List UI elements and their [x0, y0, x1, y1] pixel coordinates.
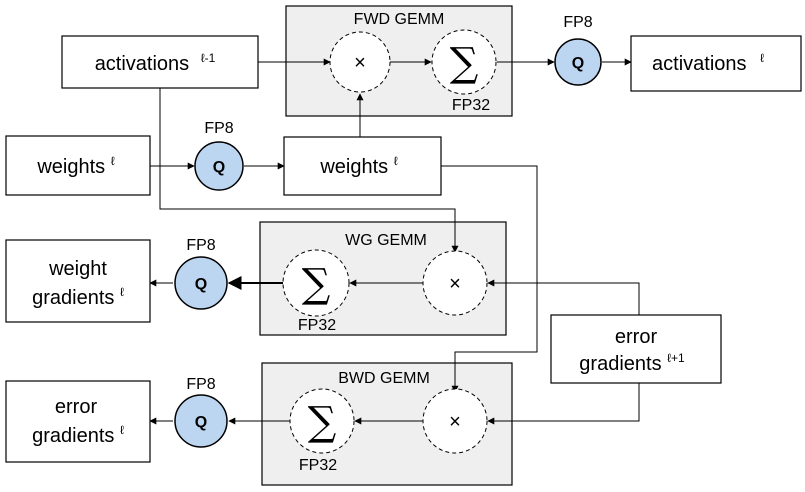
node-weight-gradients: weight gradients ℓ	[5, 239, 151, 323]
bwd-sum-symbol: ∑	[308, 399, 337, 445]
fwd-gemm-title: FWD GEMM	[354, 11, 445, 28]
quantizer-error-gradients-precision: FP8	[186, 376, 215, 393]
activations-prev-label: activations	[95, 53, 190, 75]
connections	[149, 58, 640, 425]
weights-in-label: weights	[36, 156, 105, 178]
quantizer-error-gradients: FP8 Q	[174, 376, 228, 448]
arrow-activations-to-wg-multiply	[159, 88, 459, 253]
error-gradients-out-line1: error	[55, 396, 98, 418]
wg-multiply-symbol: ×	[449, 273, 461, 295]
svg-text:weights ℓ: weights ℓ	[319, 154, 397, 178]
error-gradients-in-line2: gradients	[579, 353, 661, 375]
svg-text:gradients ℓ+1: gradients ℓ+1	[579, 351, 685, 375]
activations-out-superscript: ℓ	[760, 51, 764, 65]
wg-sum-symbol: ∑	[302, 261, 331, 307]
bwd-sum-op: ∑ FP32	[289, 388, 355, 474]
node-error-gradients-in: error gradients ℓ+1	[550, 314, 722, 384]
activations-out-label: activations	[652, 53, 747, 75]
error-gradients-in-line1: error	[615, 326, 658, 348]
node-activations-prev: activations ℓ-1	[61, 35, 259, 89]
quantizer-weights: FP8 Q	[194, 120, 244, 191]
weight-gradients-superscript: ℓ	[120, 285, 124, 299]
weights-quantized-superscript: ℓ	[394, 154, 398, 168]
activations-prev-superscript: ℓ-1	[201, 51, 216, 65]
node-weights-quantized: weights ℓ	[283, 136, 442, 196]
fwd-sum-op: ∑ FP32	[431, 29, 497, 114]
bwd-sum-precision: FP32	[299, 457, 337, 474]
fwd-sum-symbol: ∑	[450, 40, 479, 86]
weight-gradients-line2: gradients	[32, 287, 114, 309]
wg-sum-precision: FP32	[298, 317, 336, 334]
quantizer-activations-precision: FP8	[563, 14, 592, 31]
wg-gemm-title: WG GEMM	[345, 232, 427, 249]
svg-text:activations ℓ: activations ℓ	[652, 51, 764, 75]
weights-quantized-label: weights	[319, 156, 388, 178]
quantizer-weights-symbol: Q	[213, 159, 225, 176]
quantizer-activations-symbol: Q	[572, 55, 584, 72]
bwd-gemm-title: BWD GEMM	[338, 370, 430, 387]
weight-gradients-line1: weight	[48, 258, 107, 280]
fwd-multiply-symbol: ×	[354, 52, 366, 74]
svg-text:gradients ℓ: gradients ℓ	[32, 285, 124, 309]
quantizer-weight-gradients-precision: FP8	[186, 237, 215, 254]
error-gradients-out-superscript: ℓ	[120, 423, 124, 437]
node-activations-out: activations ℓ	[630, 35, 802, 92]
arrow-weights-to-bwd-multiply	[441, 165, 538, 393]
fwd-multiply-op: ×	[329, 31, 391, 93]
quantizer-weight-gradients-symbol: Q	[195, 276, 207, 293]
bwd-multiply-symbol: ×	[449, 411, 461, 433]
arrow-error-to-wg-multiply	[487, 279, 640, 315]
svg-text:activations ℓ-1: activations ℓ-1	[95, 51, 216, 75]
quantizer-weights-precision: FP8	[204, 120, 233, 137]
bwd-multiply-op: ×	[422, 388, 488, 454]
wg-sum-op: ∑ FP32	[282, 249, 350, 334]
weights-in-superscript: ℓ	[111, 154, 115, 168]
node-error-gradients-out: error gradients ℓ	[5, 380, 151, 463]
svg-text:weights ℓ: weights ℓ	[36, 154, 114, 178]
node-weights-in: weights ℓ	[5, 135, 151, 196]
quantizer-weight-gradients: FP8 Q	[174, 237, 228, 310]
fwd-sum-precision: FP32	[452, 97, 490, 114]
svg-text:gradients ℓ: gradients ℓ	[32, 423, 124, 447]
wg-multiply-op: ×	[422, 250, 488, 316]
quantizer-activations: FP8 Q	[554, 14, 602, 86]
error-gradients-in-superscript: ℓ+1	[667, 351, 685, 365]
arrow-error-to-bwd-multiply	[487, 383, 640, 425]
quantizer-error-gradients-symbol: Q	[195, 414, 207, 431]
error-gradients-out-line2: gradients	[32, 425, 114, 447]
